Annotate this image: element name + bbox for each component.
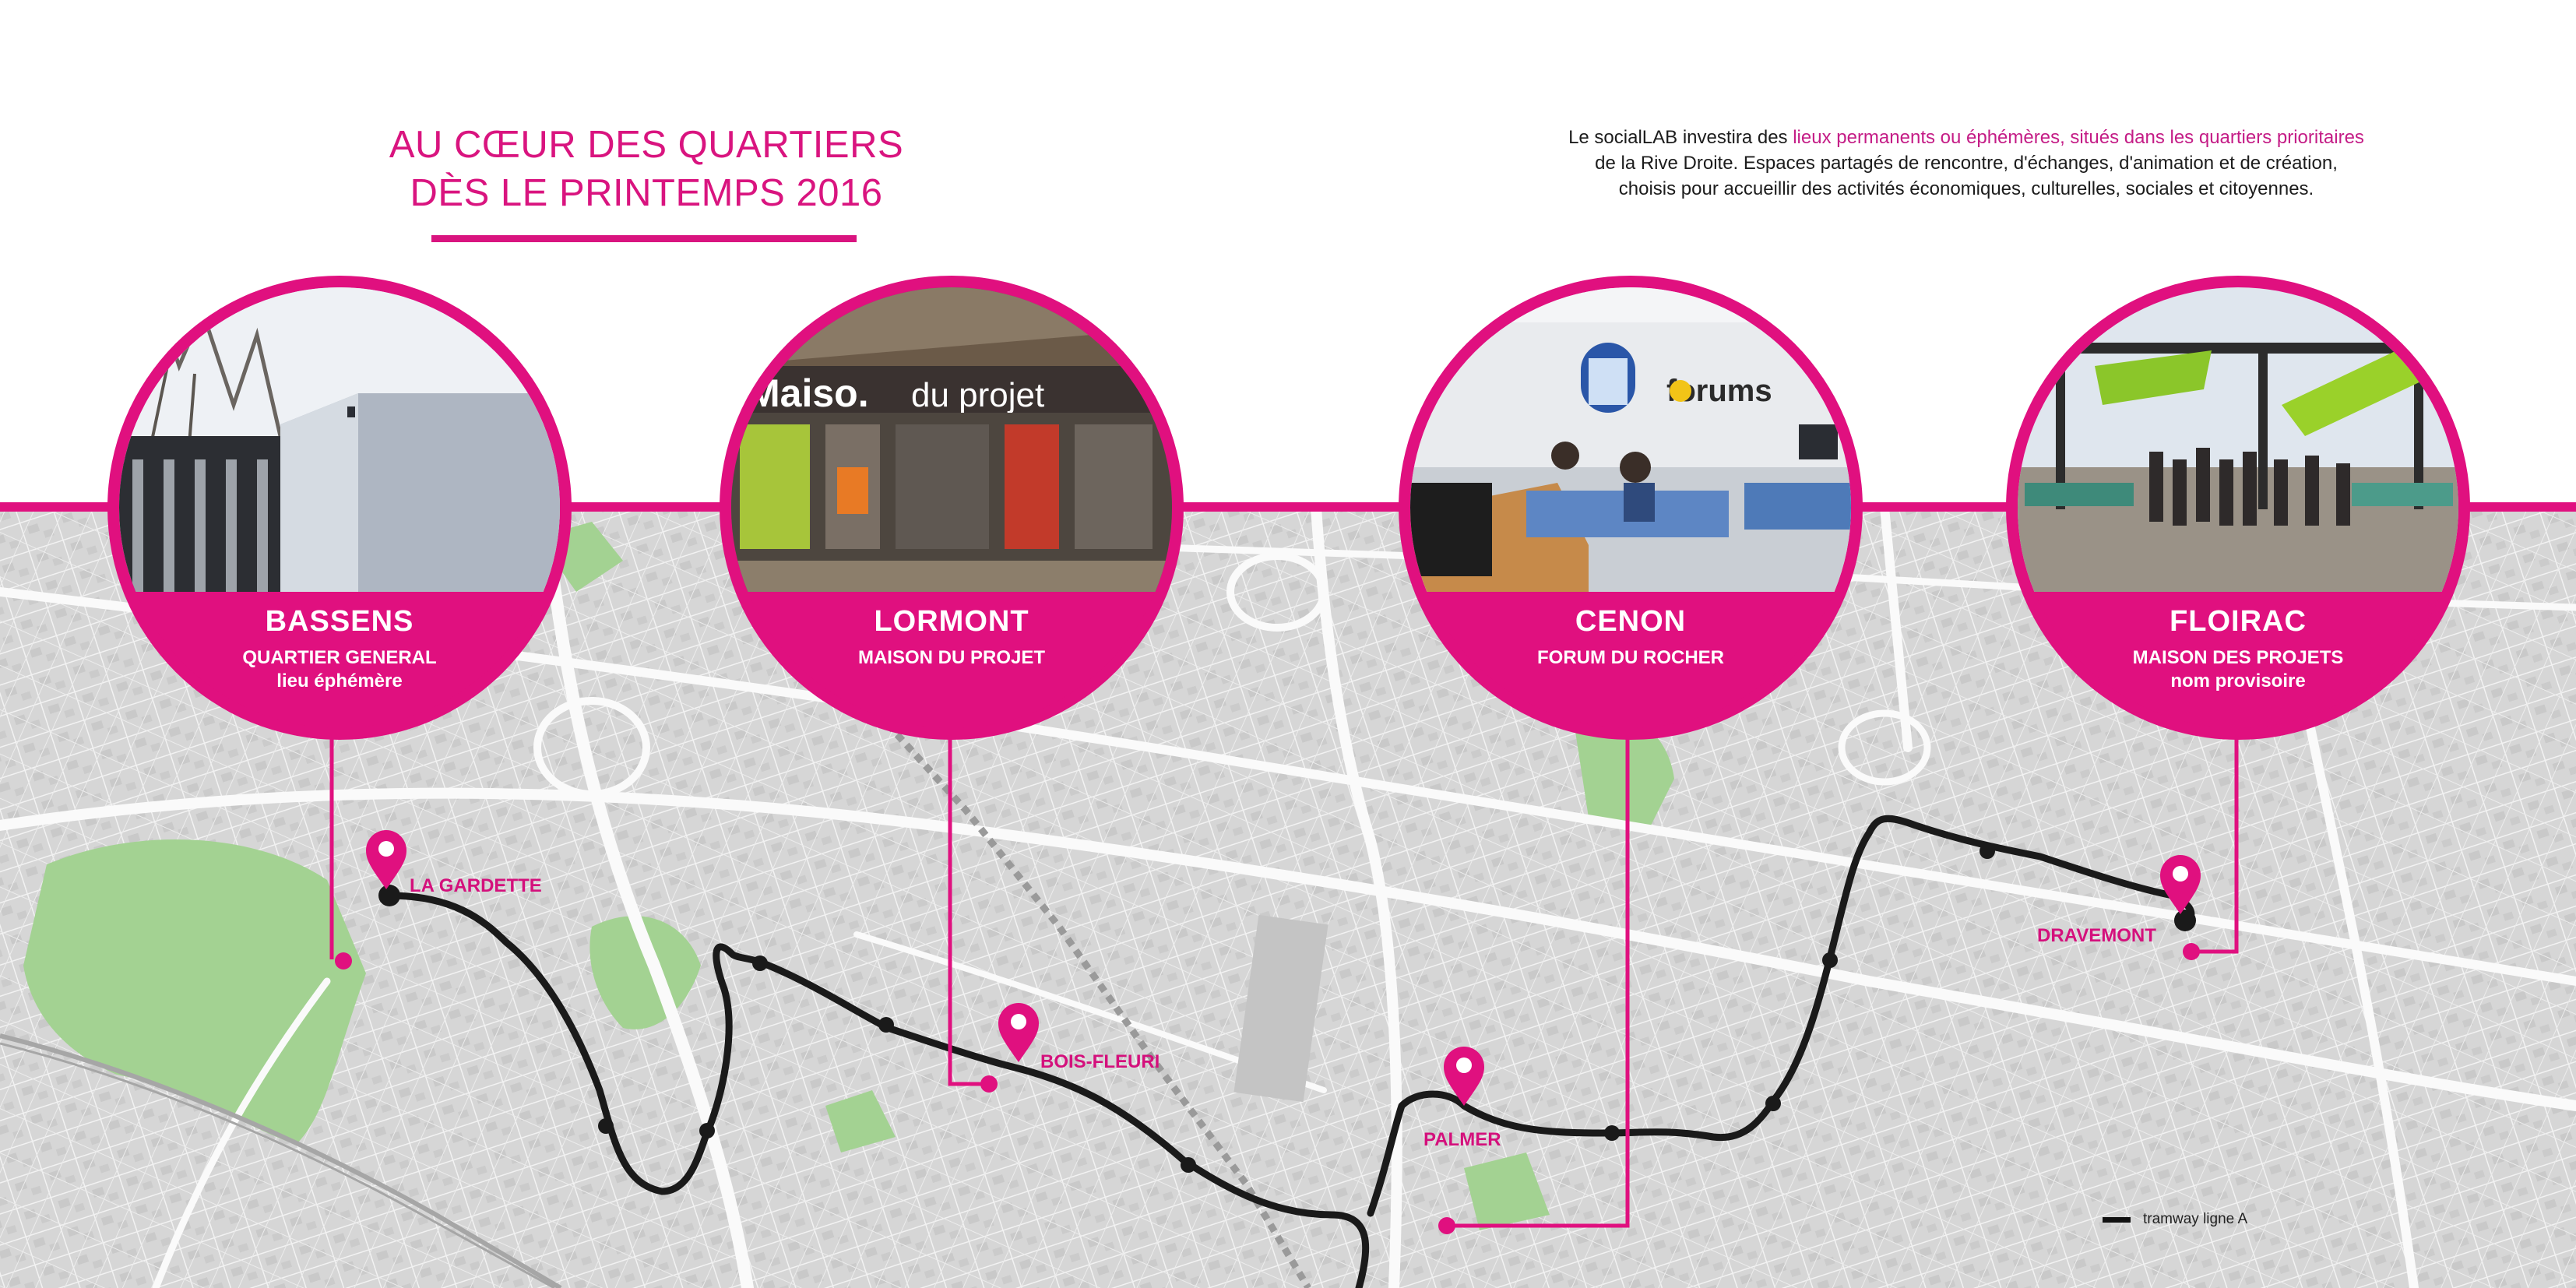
venue-subtitle-line-1: FORUM DU ROCHER (1537, 647, 1724, 668)
park-area (825, 1090, 896, 1153)
venue-label-cenon: CENON FORUM DU ROCHER (1413, 604, 1849, 670)
venue-bassens[interactable] (107, 276, 576, 748)
tram-stop-dot (699, 1123, 715, 1138)
venue-subtitle: QUARTIER GENERAL lieu éphémère (121, 646, 558, 693)
intro-line-2: de la Rive Droite. Espaces partagés de r… (1595, 153, 2338, 174)
tram-stop-dot (752, 955, 768, 971)
venue-city: FLOIRAC (2170, 605, 2307, 638)
intro-line-3: choisis pour accueillir des activités éc… (1618, 178, 2314, 199)
forums-coworking-room-photo: forums (1410, 287, 1851, 592)
connector-end-dots (335, 943, 2200, 1234)
modular-building-photo (119, 287, 560, 592)
venue-city: LORMONT (874, 605, 1029, 638)
map-pin-icon[interactable] (366, 830, 406, 889)
venue-subtitle-line-2: nom provisoire (2170, 670, 2306, 692)
tram-line-swatch (2103, 1216, 2131, 1223)
venue-label-bassens: BASSENS QUARTIER GENERAL lieu éphémère (121, 604, 558, 693)
map-pin-icon[interactable] (1444, 1047, 1484, 1106)
venue-label-floirac: FLOIRAC MAISON DES PROJETS nom provisoir… (2020, 604, 2456, 693)
railway-line (0, 1042, 555, 1288)
venue-subtitle: FORUM DU ROCHER (1413, 646, 1849, 670)
intro-line-1: Le socialLAB investira des lieux permane… (1464, 125, 2469, 150)
tram-stop-dot (1822, 952, 1838, 968)
tram-stop-dot (878, 1017, 894, 1033)
venue-city: BASSENS (265, 605, 414, 638)
tramway-line-a (378, 815, 2196, 1288)
tram-stop-dot (598, 1118, 614, 1134)
title-line-2: DÈS LE PRINTEMPS 2016 (410, 172, 883, 214)
venue-city: CENON (1575, 605, 1687, 638)
venue-subtitle: MAISON DES PROJETS nom provisoire (2020, 646, 2456, 693)
intro-paragraph: Le socialLAB investira des lieux permane… (1464, 125, 2469, 202)
stop-label-palmer: PALMER (1423, 1129, 1501, 1150)
title-line-1: AU CŒUR DES QUARTIERS (389, 124, 904, 166)
pink-band (0, 502, 2576, 512)
tram-stop-dot (1765, 1096, 1781, 1111)
outdoor-canopy-gathering-photo (2018, 287, 2458, 592)
tram-stop-dot (1181, 1157, 1196, 1173)
maison-du-projet-storefront-photo: Maiso. du projet (731, 287, 1172, 592)
stop-label-bois-fleuri: BOIS-FLEURI (1040, 1051, 1160, 1072)
venue-subtitle-line-1: MAISON DU PROJET (857, 647, 1046, 668)
tram-stop-dot (1980, 843, 1995, 859)
page-title: AU CŒUR DES QUARTIERS DÈS LE PRINTEMPS 2… (335, 121, 958, 217)
venue-connectors (329, 728, 2239, 1228)
railway-line (0, 1033, 562, 1288)
tram-stop-dot (2174, 910, 2196, 931)
tram-stop-dot (1604, 1125, 1620, 1141)
tram-stop-dot (378, 885, 400, 906)
intro-highlight: lieux permanents ou éphémères, situés da… (1793, 127, 2364, 148)
map-pin-icon[interactable] (998, 1003, 1039, 1062)
svg-text:du projet: du projet (911, 376, 1044, 414)
legend-label: tramway ligne A (2143, 1211, 2248, 1227)
venue-subtitle-line-1: QUARTIER GENERAL (242, 647, 437, 668)
venue-lormont[interactable]: Maiso. du projet (720, 276, 1184, 748)
park-area (1573, 711, 1674, 825)
stop-label-la-gardette: LA GARDETTE (410, 875, 542, 896)
venue-subtitle-line-2: lieu éphémère (276, 670, 403, 692)
map-legend: tramway ligne A (2103, 1211, 2247, 1228)
stop-label-dravemont: DRAVEMONT (2037, 925, 2156, 946)
venue-label-lormont: LORMONT MAISON DU PROJET (734, 604, 1170, 670)
map-pin-icon[interactable] (2160, 855, 2201, 914)
venue-floirac[interactable] (2006, 276, 2470, 748)
title-underline (431, 235, 857, 242)
park-area (1464, 1153, 1550, 1230)
intro-lead: Le socialLAB investira des (1568, 127, 1793, 148)
venue-subtitle: MAISON DU PROJET (734, 646, 1170, 670)
venue-subtitle-line-1: MAISON DES PROJETS (2132, 647, 2344, 668)
